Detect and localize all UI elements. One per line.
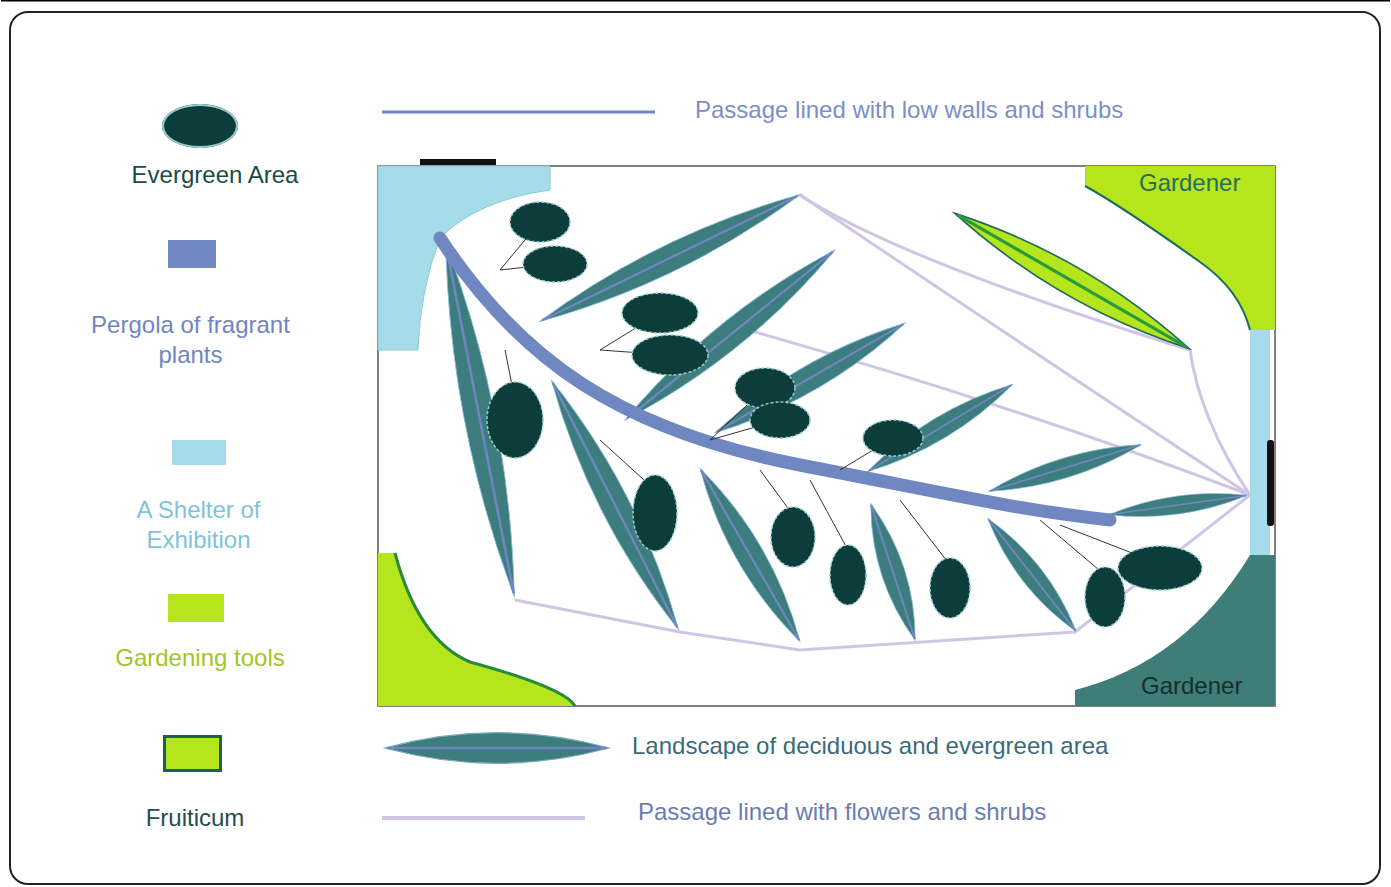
- frame: [10, 12, 1380, 884]
- legend-swatch: [162, 104, 238, 148]
- gardener-area-label: Gardener: [1133, 167, 1246, 199]
- area-name: Gardener: [1139, 169, 1240, 196]
- legend-label: Gardening tools: [70, 643, 330, 673]
- deciduous-evergreen-landscape: [431, 182, 1249, 648]
- legend-label: Fruiticum: [95, 803, 295, 833]
- legend-label: Passage lined with low walls and shrubs: [695, 95, 1123, 125]
- tools-area: [378, 553, 575, 706]
- legend-label: Evergreen Area: [85, 160, 345, 190]
- legend-label: Landscape of deciduous and evergreen are…: [632, 731, 1108, 761]
- flower-passage: [515, 195, 1250, 650]
- legend-label: Passage lined with flowers and shrubs: [638, 797, 1046, 827]
- legend-line-sample: [382, 816, 585, 820]
- legend-label: A Shelter of Exhibition: [116, 495, 281, 555]
- evergreen-area: [487, 202, 1202, 627]
- legend-swatch: [172, 440, 226, 465]
- legend-swatch: [168, 594, 224, 622]
- legend-leaf-sample: [385, 733, 609, 764]
- area-name: Gardener: [1141, 672, 1242, 699]
- gardener-area-label: Gardener: [1135, 670, 1248, 702]
- site-boundary: [378, 166, 1275, 706]
- legend-line-sample: [382, 111, 655, 114]
- pergola: [440, 238, 1110, 520]
- stem: [500, 222, 1150, 575]
- legend-label: Pergola of fragrant plants: [88, 310, 293, 370]
- gate: [1267, 440, 1274, 526]
- gate: [420, 159, 496, 165]
- legend-swatch: [168, 240, 216, 268]
- legend-swatch: [163, 735, 222, 772]
